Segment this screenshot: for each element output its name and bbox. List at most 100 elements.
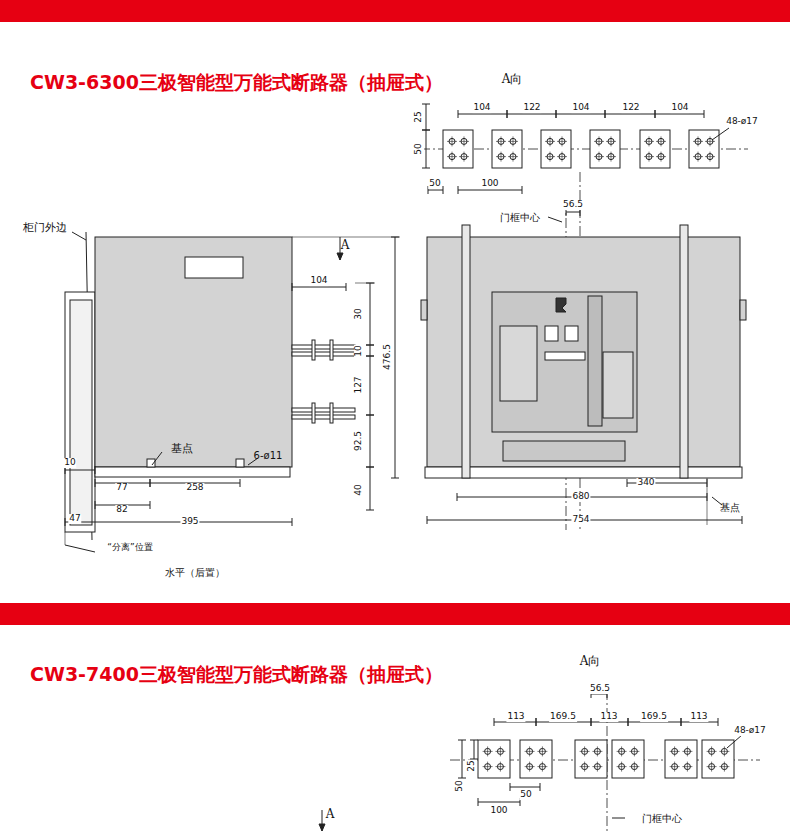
busbar — [292, 352, 355, 356]
section-title: CW3-7400三极智能型万能式断路器（抽屉式） — [30, 664, 443, 685]
drawing-label: A — [341, 239, 350, 252]
dimension-value: 113 — [599, 712, 618, 722]
hole-cross — [501, 152, 502, 162]
dimension-line — [426, 130, 427, 168]
dimension-line — [428, 190, 443, 191]
dimension-tick — [422, 104, 430, 105]
dimension-value: 25 — [414, 110, 424, 123]
dimension-tick — [655, 110, 656, 118]
hole-cross — [550, 136, 551, 146]
hole-cross — [562, 152, 563, 162]
terminal-block — [492, 130, 522, 168]
hole-cross — [611, 152, 612, 162]
arrow-head — [337, 253, 343, 260]
dimension-tick — [591, 718, 592, 726]
dimension-tick — [458, 740, 466, 741]
dimension-line — [292, 287, 346, 288]
dimension-line — [556, 114, 605, 115]
dimension-value: 50 — [455, 779, 465, 792]
leader-line — [65, 545, 95, 552]
dimension-value: 56.5 — [589, 684, 611, 694]
hole-cross — [464, 152, 465, 162]
extension-line — [292, 237, 400, 238]
dimension-tick — [366, 467, 374, 468]
hole-cross — [529, 746, 530, 756]
hole-cross — [710, 136, 711, 146]
hole-cross — [452, 152, 453, 162]
hole-cross — [599, 152, 600, 162]
dimension-tick — [150, 479, 151, 487]
dimension-value: 258 — [185, 483, 204, 493]
terminal-block — [590, 130, 620, 168]
arrow-head — [319, 824, 325, 831]
rail — [462, 225, 470, 478]
dimension-line — [566, 212, 580, 213]
side-lug — [740, 300, 746, 320]
dimension-tick — [240, 479, 241, 487]
dimension-value: 47 — [68, 514, 81, 524]
dimension-value: 10 — [354, 344, 364, 357]
dimension-tick — [627, 479, 628, 487]
hole-cross — [597, 746, 598, 756]
dimension-tick — [742, 516, 743, 524]
dimension-tick — [443, 186, 444, 194]
dimension-line — [510, 787, 540, 788]
dimension-value: 48-ø17 — [733, 726, 767, 736]
hole-cross — [674, 746, 675, 756]
drawing-label: 6-ø11 — [254, 450, 283, 461]
foot — [236, 459, 244, 467]
dimension-value: 104 — [670, 103, 689, 113]
leader-line — [712, 128, 729, 140]
drawing-label: A向 — [502, 73, 523, 86]
dimension-line — [370, 356, 371, 415]
dimension-tick — [507, 110, 508, 118]
terminal-block — [520, 740, 552, 778]
hole-cross — [698, 152, 699, 162]
drawing-label: 水平（后置） — [165, 567, 225, 578]
dimension-value: 50 — [428, 179, 441, 189]
busbar — [292, 415, 355, 419]
hole-cross — [724, 746, 725, 756]
dimension-tick — [718, 718, 719, 726]
button — [545, 326, 558, 341]
breaker-drawing — [65, 104, 760, 831]
drawing-label: A向 — [580, 655, 601, 668]
busbar — [292, 345, 355, 349]
dimension-tick — [95, 501, 96, 509]
busbar-bolt — [312, 403, 315, 423]
dimension-value: 92.5 — [354, 430, 364, 452]
hole-cross — [710, 152, 711, 162]
dimension-line — [458, 114, 507, 115]
dimension-value: 25 — [467, 759, 477, 772]
dimension-tick — [540, 783, 541, 791]
handle — [70, 300, 92, 525]
leader-line — [612, 818, 625, 819]
hole-cross — [542, 762, 543, 772]
dimension-tick — [366, 415, 374, 416]
hole-cross — [487, 746, 488, 756]
busbar-bolt — [312, 340, 315, 360]
dimension-tick — [681, 718, 682, 726]
dimension-tick — [704, 110, 705, 118]
dimension-tick — [366, 356, 374, 357]
dimension-line — [507, 114, 556, 115]
hole-cross — [464, 136, 465, 146]
leader-line — [152, 452, 162, 465]
dimension-line — [65, 470, 95, 471]
dimension-value: 100 — [480, 179, 499, 189]
hole-cross — [711, 762, 712, 772]
drawing-label: 门框中心 — [500, 212, 540, 223]
dimension-value: 395 — [180, 517, 199, 527]
dimension-line — [478, 802, 520, 803]
dimension-tick — [366, 467, 374, 468]
dimension-tick — [556, 110, 557, 118]
dimension-line — [65, 522, 292, 523]
hole-cross — [611, 136, 612, 146]
header-bar — [0, 0, 790, 22]
hole-cross — [529, 762, 530, 772]
terminal-block — [575, 740, 607, 778]
leader-line — [548, 217, 562, 222]
hole-cross — [500, 762, 501, 772]
